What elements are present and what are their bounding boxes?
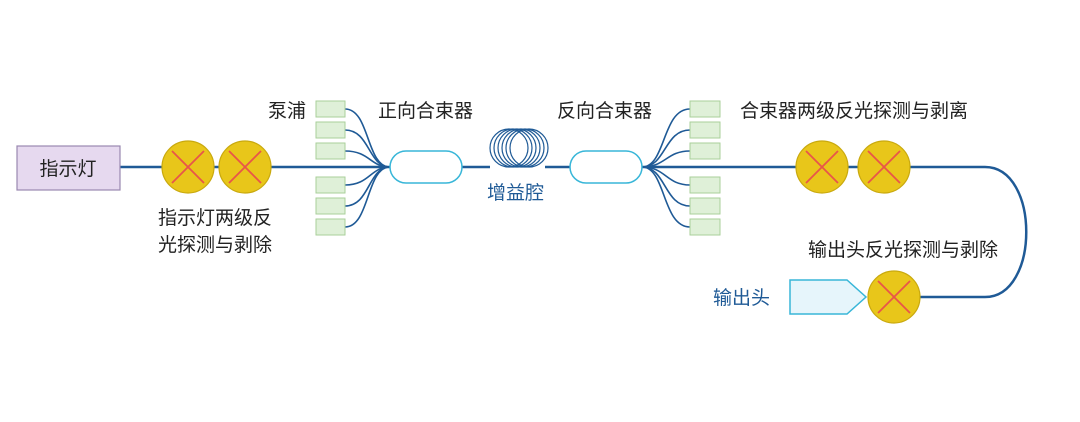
pump-block	[315, 197, 346, 215]
output-backlight-label: 输出头反光探测与剥除	[808, 239, 998, 261]
forward-combiner	[389, 150, 463, 184]
pump-block	[315, 142, 346, 160]
pump-block	[689, 176, 721, 194]
stripper-cross	[867, 150, 901, 184]
gain-cavity-label: 增益腔	[487, 182, 544, 204]
output-head	[789, 279, 868, 315]
combiner-backlight-stripper-1	[795, 140, 849, 194]
indicator-backlight-stripper-1	[161, 140, 215, 194]
pump-block	[315, 100, 346, 118]
backward-pumps	[689, 100, 721, 236]
indicator-backlight-label-line1: 指示灯两级反	[158, 207, 272, 229]
stripper-cross	[228, 150, 262, 184]
pump-block	[689, 121, 721, 139]
indicator-light-label: 指示灯	[39, 158, 96, 180]
coil-loop	[505, 128, 545, 168]
coil-loop	[509, 128, 549, 168]
combiner-backlight-stripper-2	[857, 140, 911, 194]
forward-pumps	[315, 100, 346, 236]
stripper-cross	[171, 150, 205, 184]
pump-block	[689, 100, 721, 118]
indicator-backlight-stripper-2	[218, 140, 272, 194]
indicator-light-box	[16, 145, 121, 191]
pump-block	[689, 197, 721, 215]
pump-block	[689, 142, 721, 160]
stripper-cross	[877, 280, 911, 314]
forward-combiner-label: 正向合束器	[378, 100, 473, 122]
main-fiber-segment-right	[642, 165, 1028, 299]
gain-cavity-coil	[489, 128, 549, 168]
coil-loop	[501, 128, 541, 168]
coil-loop	[489, 128, 529, 168]
output-head-label: 输出头	[713, 287, 770, 309]
backward-pump-fibers	[641, 108, 691, 228]
pump-block	[315, 121, 346, 139]
backward-combiner	[569, 150, 643, 184]
coil-loop	[493, 128, 533, 168]
coil-loop	[497, 128, 537, 168]
forward-pump-fibers	[344, 108, 391, 228]
pump-label: 泵浦	[268, 100, 306, 122]
pump-fiber	[344, 166, 391, 228]
pump-block	[315, 176, 346, 194]
pump-block	[315, 218, 346, 236]
pump-fiber	[641, 166, 691, 228]
output-backlight-stripper	[867, 270, 921, 324]
indicator-backlight-label-line2: 光探测与剥除	[158, 234, 272, 256]
stripper-cross	[805, 150, 839, 184]
backward-combiner-label: 反向合束器	[557, 100, 652, 122]
pump-block	[689, 218, 721, 236]
combiner-backlight-label: 合束器两级反光探测与剥离	[740, 100, 968, 122]
